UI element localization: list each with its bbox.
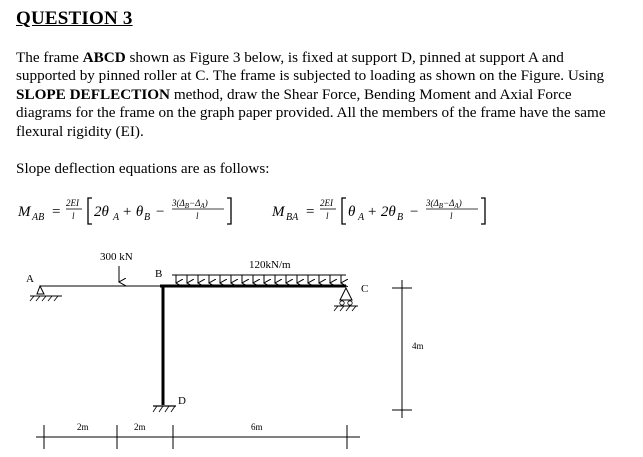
mab-equals: = bbox=[52, 204, 60, 220]
mba-term1: θ bbox=[348, 204, 356, 220]
para-text-3: method, draw the Shear Force, Bending Mo… bbox=[16, 85, 606, 140]
mba-frac-den: l bbox=[450, 211, 453, 221]
point-load-label: 300 kN bbox=[100, 251, 133, 263]
dim-4m-label: 4m bbox=[412, 341, 424, 351]
mab-coef-den: l bbox=[72, 211, 75, 221]
pin-support-a bbox=[29, 284, 62, 302]
roller-support-c bbox=[333, 286, 358, 312]
frame-figure bbox=[29, 266, 412, 449]
para-text-1: The frame bbox=[16, 49, 83, 66]
mab-left-bracket bbox=[87, 197, 92, 225]
mab-lhs-sub: AB bbox=[31, 212, 44, 223]
mab-minus: − bbox=[156, 204, 164, 220]
udl-arrows bbox=[172, 274, 346, 283]
mab-coef-num: 2EI bbox=[66, 198, 80, 208]
equation-mba: M BA = 2EI l θ A + 2θ B − 3(ΔB−ΔA) l bbox=[271, 197, 486, 225]
mab-term1-sub: A bbox=[112, 212, 120, 223]
mba-coef-den: l bbox=[326, 211, 329, 221]
para-frame-name: ABCD bbox=[82, 49, 126, 66]
equation-mab: M AB = 2EI l 2θ A + θ B − 3(ΔB−ΔA) l bbox=[17, 197, 232, 225]
mab-plus: + θ bbox=[122, 204, 144, 220]
mba-left-bracket bbox=[341, 197, 346, 225]
mab-frac-num: 3(ΔB−ΔA) bbox=[171, 198, 208, 210]
dim-2m-a-label: 2m bbox=[77, 422, 89, 432]
equations-intro: Slope deflection equations are as follow… bbox=[16, 160, 270, 177]
mba-lhs: M bbox=[271, 204, 286, 220]
dimension-4m bbox=[392, 280, 412, 418]
dimension-horizontal bbox=[36, 425, 360, 449]
question-paragraph: The frame ABCD shown as Figure 3 below, … bbox=[16, 49, 616, 141]
mba-frac-num: 3(ΔB−ΔA) bbox=[425, 198, 462, 210]
label-a: A bbox=[26, 273, 34, 285]
mab-lhs: M bbox=[17, 204, 32, 220]
mba-term1-sub: A bbox=[357, 212, 365, 223]
mba-minus: − bbox=[410, 204, 418, 220]
label-c: C bbox=[361, 283, 368, 295]
label-d: D bbox=[178, 395, 186, 407]
mab-term2-sub: B bbox=[144, 212, 150, 223]
mba-plus: + 2θ bbox=[367, 204, 396, 220]
mab-right-bracket bbox=[227, 197, 232, 225]
mba-right-bracket bbox=[481, 197, 486, 225]
mba-term2-sub: B bbox=[397, 212, 403, 223]
udl-label: 120kN/m bbox=[249, 259, 291, 271]
mab-frac-den: l bbox=[196, 211, 199, 221]
dim-6m-label: 6m bbox=[251, 422, 263, 432]
para-text-2: shown as Figure 3 below, is fixed at sup… bbox=[16, 49, 605, 85]
mba-coef-num: 2EI bbox=[320, 198, 334, 208]
mba-equals: = bbox=[306, 204, 314, 220]
question-heading: QUESTION 3 bbox=[16, 8, 133, 29]
label-b: B bbox=[155, 268, 162, 280]
mba-lhs-sub: BA bbox=[286, 212, 299, 223]
fixed-support-d bbox=[152, 405, 176, 413]
mab-term1: 2θ bbox=[94, 204, 110, 220]
dim-2m-b-label: 2m bbox=[134, 422, 146, 432]
para-method: SLOPE DEFLECTION bbox=[16, 85, 171, 103]
